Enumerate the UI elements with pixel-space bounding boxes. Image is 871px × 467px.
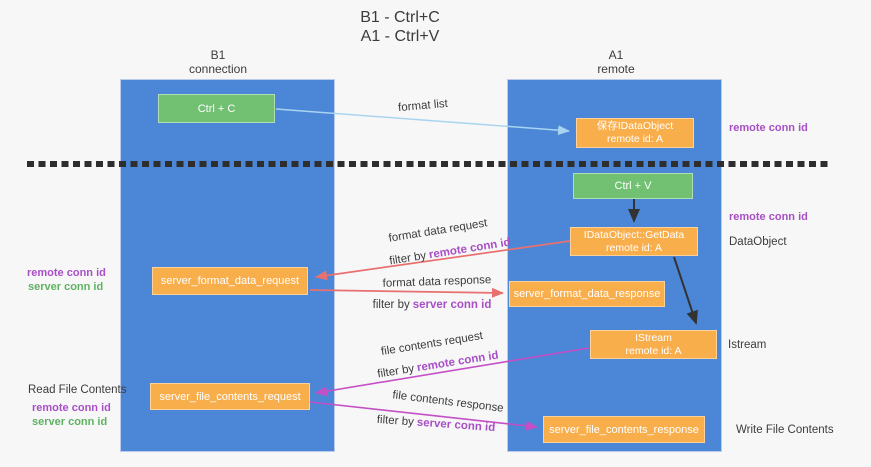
node-istream-line2: remote id: A bbox=[625, 344, 682, 357]
node-save-idataobject: 保存IDataObject remote id: A bbox=[576, 118, 694, 148]
filter-by-text: filter by bbox=[376, 413, 415, 429]
annotation-file-remote-conn-id: remote conn id bbox=[32, 402, 111, 414]
lifeline-a1-role: remote bbox=[597, 62, 635, 76]
node-istream-line1: IStream bbox=[635, 331, 672, 344]
edge-label-format-data-response: format data response bbox=[382, 274, 492, 290]
lifeline-a1-name: A1 bbox=[608, 48, 624, 62]
dashed-separator bbox=[27, 161, 831, 167]
node-server-file-contents-request: server_file_contents_request bbox=[150, 383, 310, 410]
node-server-format-data-request: server_format_data_request bbox=[152, 267, 308, 295]
annotation-dataobject: DataObject bbox=[729, 236, 787, 248]
node-ctrl-v: Ctrl + V bbox=[573, 173, 693, 199]
edge-label-format-list: format list bbox=[397, 97, 449, 115]
node-ctrl-c: Ctrl + C bbox=[158, 94, 275, 123]
node-server-file-contents-response: server_file_contents_response bbox=[543, 416, 705, 443]
title-line-1: B1 - Ctrl+C bbox=[360, 9, 440, 26]
edge-label-format-data-request: format data request bbox=[387, 217, 489, 245]
annotation-read-file-contents: Read File Contents bbox=[28, 384, 127, 396]
node-file-response-label: server_file_contents_response bbox=[549, 423, 699, 436]
edge-label-file-contents-response: file contents response bbox=[391, 389, 505, 415]
annotation-file-server-conn-id: server conn id bbox=[32, 416, 108, 428]
annotation-write-file-contents: Write File Contents bbox=[736, 424, 834, 436]
annotation-format-server-conn-id: server conn id bbox=[28, 281, 104, 293]
filter-by-text: filter by bbox=[376, 362, 416, 381]
node-getdata-line2: remote id: A bbox=[605, 241, 663, 254]
node-idataobject-getdata: IDataObject::GetData remote id: A bbox=[570, 227, 698, 256]
node-ctrl-c-label: Ctrl + C bbox=[197, 102, 236, 115]
annotation-format-remote-conn-id: remote conn id bbox=[27, 267, 106, 279]
filter-key-server-conn-id: server conn id bbox=[416, 416, 496, 435]
diagram-title: B1 - Ctrl+C A1 - Ctrl+V bbox=[250, 8, 550, 46]
node-save-line2: remote id: A bbox=[606, 133, 664, 145]
filter-by-text: filter by bbox=[388, 249, 428, 268]
lifeline-b1-header: B1 connection bbox=[158, 48, 278, 76]
node-ctrl-v-label: Ctrl + V bbox=[614, 180, 652, 192]
annotation-remote-conn-id-top: remote conn id bbox=[729, 122, 808, 134]
node-file-request-label: server_file_contents_request bbox=[159, 390, 301, 403]
lifeline-b1-role: connection bbox=[188, 62, 248, 76]
arrow-format-data-response bbox=[309, 287, 504, 298]
node-save-line1: 保存IDataObject bbox=[596, 120, 674, 132]
annotation-istream: Istream bbox=[728, 339, 767, 351]
filter-key-remote-conn-id: remote conn id bbox=[428, 236, 512, 262]
filter-by-text: filter by bbox=[372, 299, 410, 311]
node-server-format-data-response: server_format_data_response bbox=[509, 281, 665, 307]
lifeline-b1-name: B1 bbox=[210, 48, 226, 62]
filter-key-server-conn-id: server conn id bbox=[412, 299, 492, 311]
title-line-2: A1 - Ctrl+V bbox=[360, 28, 440, 45]
node-format-response-label: server_format_data_response bbox=[513, 288, 661, 300]
annotation-remote-conn-id-mid: remote conn id bbox=[729, 211, 808, 223]
node-istream: IStream remote id: A bbox=[590, 330, 717, 359]
node-getdata-line1: IDataObject::GetData bbox=[583, 228, 685, 241]
filter-key-remote-conn-id: remote conn id bbox=[416, 349, 500, 375]
node-format-request-label: server_format_data_request bbox=[160, 275, 300, 287]
lifeline-a1-header: A1 remote bbox=[556, 48, 676, 76]
